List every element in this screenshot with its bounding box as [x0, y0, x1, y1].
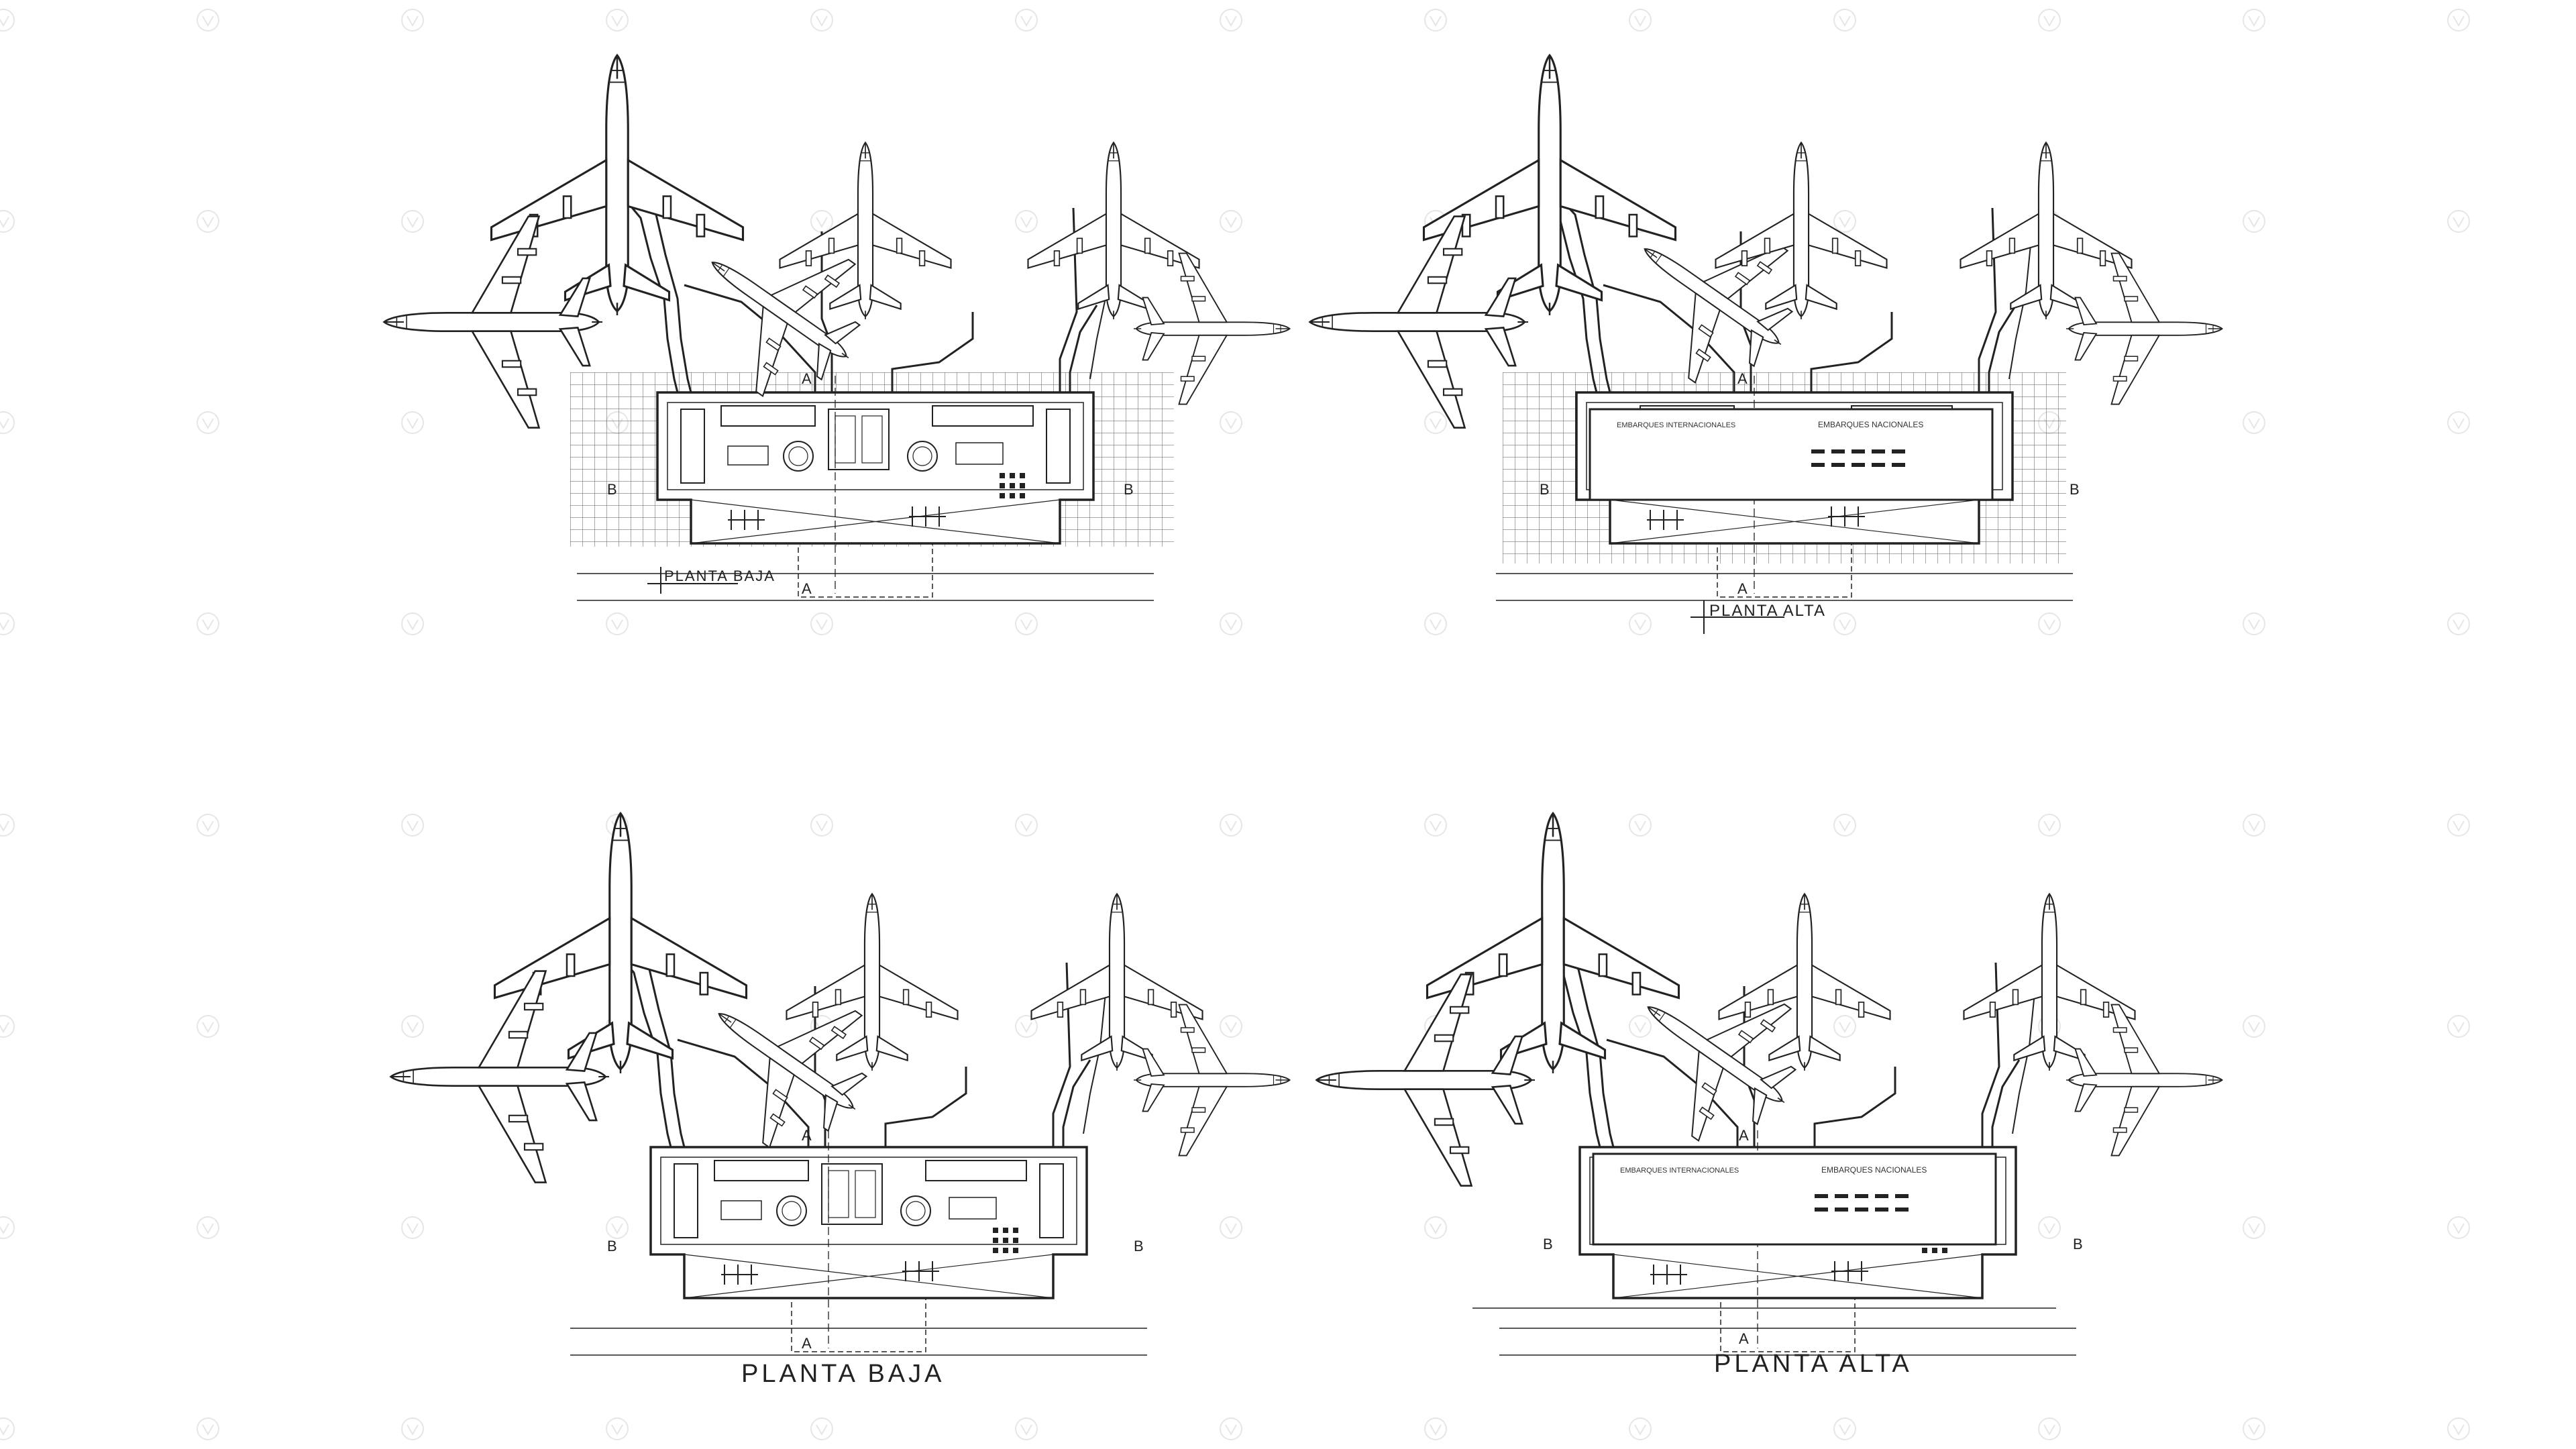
plan-title: PLANTA ALTA [1714, 1350, 1913, 1378]
plan-planta-alta-bottom: EMBARQUES INTERNACIONALES EMBARQUES NACI… [1472, 948, 2078, 1356]
section-label-a: A [1737, 370, 1748, 387]
section-label-b: B [2073, 1236, 2083, 1252]
room-label: EMBARQUES NACIONALES [1821, 1165, 1927, 1175]
section-label-a: A [1739, 1330, 1749, 1347]
section-label-a: A [1739, 1127, 1749, 1144]
section-label-b: B [1124, 481, 1134, 498]
plan-planta-baja-top [570, 193, 1174, 602]
section-label-b: B [607, 1238, 617, 1254]
section-label-a: A [1737, 580, 1748, 597]
plan-title-marker [647, 567, 738, 594]
section-label-b: B [1134, 1238, 1144, 1254]
plan-title: PLANTA ALTA [1709, 602, 1826, 620]
section-label-b: B [2070, 481, 2080, 498]
plan-title: PLANTA BAJA [664, 568, 775, 584]
section-label-b: B [1540, 481, 1550, 498]
section-label-a: A [802, 1127, 812, 1144]
plan-title-marker [1690, 600, 1784, 634]
room-label: EMBARQUES INTERNACIONALES [1617, 421, 1735, 429]
room-label: EMBARQUES NACIONALES [1818, 420, 1923, 429]
section-label-b: B [1543, 1236, 1553, 1252]
plan-planta-alta-top: EMBARQUES INTERNACIONALES EMBARQUES NACI… [1495, 193, 2074, 602]
section-label-b: B [607, 481, 617, 498]
section-label-a: A [802, 580, 812, 597]
section-label-a: A [802, 370, 812, 387]
plan-title: PLANTA BAJA [741, 1360, 945, 1388]
section-label-a: A [802, 1335, 812, 1352]
room-label: EMBARQUES INTERNACIONALES [1620, 1167, 1739, 1175]
